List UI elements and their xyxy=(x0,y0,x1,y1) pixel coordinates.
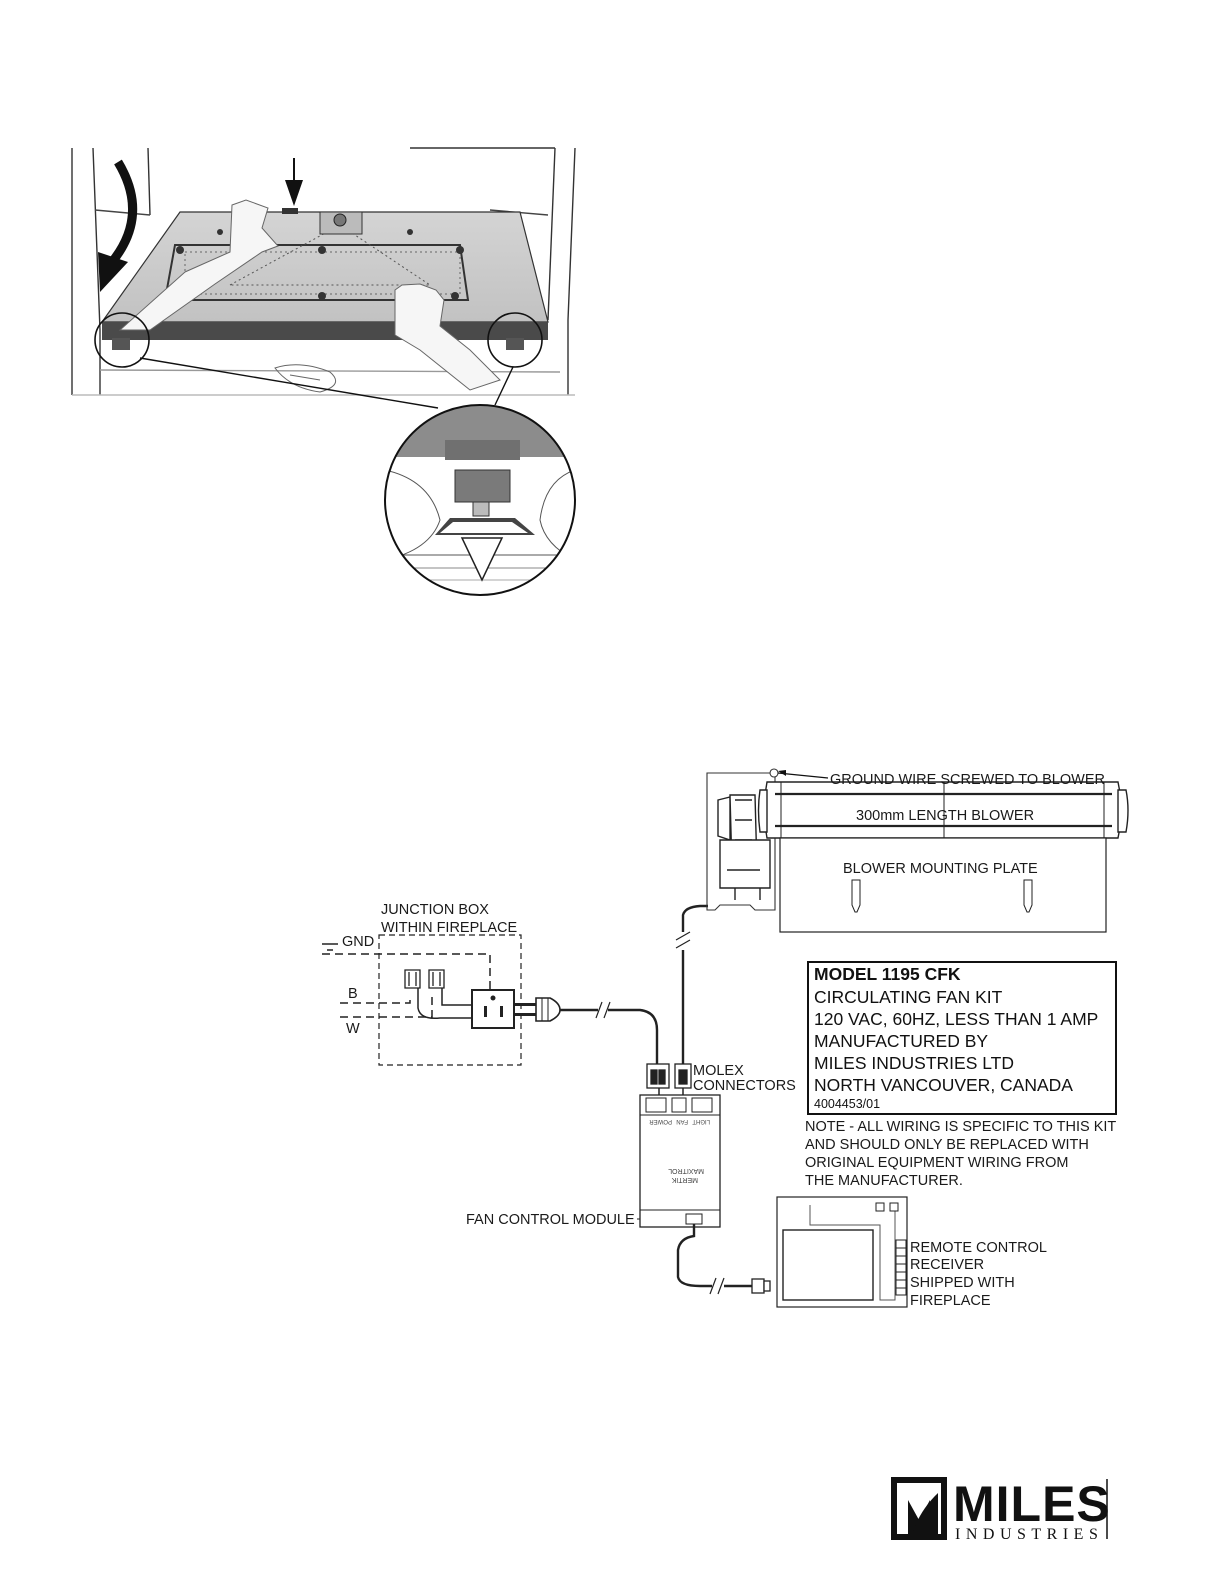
leveling-foot-left xyxy=(94,312,150,368)
receiver-label-4: FIREPLACE xyxy=(910,1293,991,1309)
wall-outlet-icon xyxy=(471,989,515,1029)
wiring-diagram: JUNCTION BOX WITHIN FIREPLACE GND B W xyxy=(322,768,1129,1309)
junction-box-label-1: JUNCTION BOX xyxy=(381,902,489,918)
kit-model: MODEL 1195 CFK xyxy=(814,964,961,984)
wire-nut-icon xyxy=(404,969,445,989)
receiver-label-1: REMOTE CONTROL xyxy=(910,1240,1047,1256)
house-wires xyxy=(322,943,491,1020)
module-port-power: POWER xyxy=(649,1118,672,1124)
logo-sub: INDUSTRIES xyxy=(955,1526,1103,1543)
kit-manufactured-by: MANUFACTURED BY xyxy=(814,1031,988,1051)
gnd-label: GND xyxy=(342,934,374,950)
w-wire-label: W xyxy=(346,1021,360,1037)
remote-receiver xyxy=(776,1196,908,1308)
wiring-note: NOTE - ALL WIRING IS SPECIFIC TO THIS KI… xyxy=(805,1119,1116,1189)
panel-installation-figure xyxy=(71,147,576,596)
blower-cylinder xyxy=(757,781,1129,839)
base-panel xyxy=(100,208,549,340)
note-line-1: NOTE - ALL WIRING IS SPECIFIC TO THIS KI… xyxy=(805,1119,1116,1135)
molex-label-1: MOLEX xyxy=(693,1063,744,1079)
molex-label-2: CONNECTORS xyxy=(693,1078,796,1094)
logo-word: MILES xyxy=(953,1476,1111,1532)
module-port-fan: FAN xyxy=(676,1118,688,1124)
note-line-2: AND SHOULD ONLY BE REPLACED WITH xyxy=(805,1137,1089,1153)
junction-box: JUNCTION BOX WITHIN FIREPLACE xyxy=(378,902,522,1066)
mounting-plate-label: BLOWER MOUNTING PLATE xyxy=(843,861,1038,877)
blower-motor-icon xyxy=(717,794,771,900)
miles-industries-logo: MILES INDUSTRIES xyxy=(891,1476,1111,1543)
blower-length-label: 300mm LENGTH BLOWER xyxy=(856,808,1034,824)
power-cord xyxy=(560,1001,659,1066)
junction-box-label-2: WITHIN FIREPLACE xyxy=(381,920,517,936)
note-line-4: THE MANUFACTURER. xyxy=(805,1173,963,1189)
molex-connector-icon xyxy=(646,1063,692,1089)
module-brand-1: MERTIK xyxy=(671,1176,698,1183)
hands-illustration xyxy=(118,199,501,391)
blower-mounting-plate xyxy=(779,837,1107,933)
leveling-foot-right xyxy=(487,312,543,368)
kit-label-box: MODEL 1195 CFK CIRCULATING FAN KIT 120 V… xyxy=(807,961,1117,1115)
receiver-connector-icon xyxy=(751,1278,771,1294)
zoom-detail-circle xyxy=(384,404,576,596)
gas-valve-illustration xyxy=(274,364,337,393)
fan-control-module: LIGHT FAN POWER MERTIK MAXITROL xyxy=(639,1094,721,1228)
module-brand-2: MAXITROL xyxy=(668,1167,704,1174)
kit-company: MILES INDUSTRIES LTD xyxy=(814,1053,1014,1073)
receiver-label-2: RECEIVER xyxy=(910,1257,984,1273)
down-arrow-icon xyxy=(285,158,303,206)
b-wire-label: B xyxy=(348,986,358,1002)
fan-control-module-label: FAN CONTROL MODULE xyxy=(466,1212,635,1228)
miles-logo-mark-icon xyxy=(891,1477,947,1540)
blower-wire xyxy=(675,904,708,1064)
ground-wire-label: GROUND WIRE SCREWED TO BLOWER xyxy=(830,772,1105,788)
kit-location: NORTH VANCOUVER, CANADA xyxy=(814,1075,1073,1095)
receiver-label-3: SHIPPED WITH xyxy=(910,1275,1015,1291)
kit-part-number: 4004453/01 xyxy=(814,1097,880,1111)
curved-arrow-icon xyxy=(98,159,138,292)
note-line-3: ORIGINAL EQUIPMENT WIRING FROM xyxy=(805,1155,1068,1171)
kit-description: CIRCULATING FAN KIT xyxy=(814,987,1003,1007)
kit-rating: 120 VAC, 60HZ, LESS THAN 1 AMP xyxy=(814,1009,1098,1029)
receiver-wire xyxy=(676,1224,752,1295)
module-port-light: LIGHT xyxy=(692,1118,710,1124)
firebox-frame xyxy=(71,147,576,396)
callout-lines xyxy=(139,357,514,409)
